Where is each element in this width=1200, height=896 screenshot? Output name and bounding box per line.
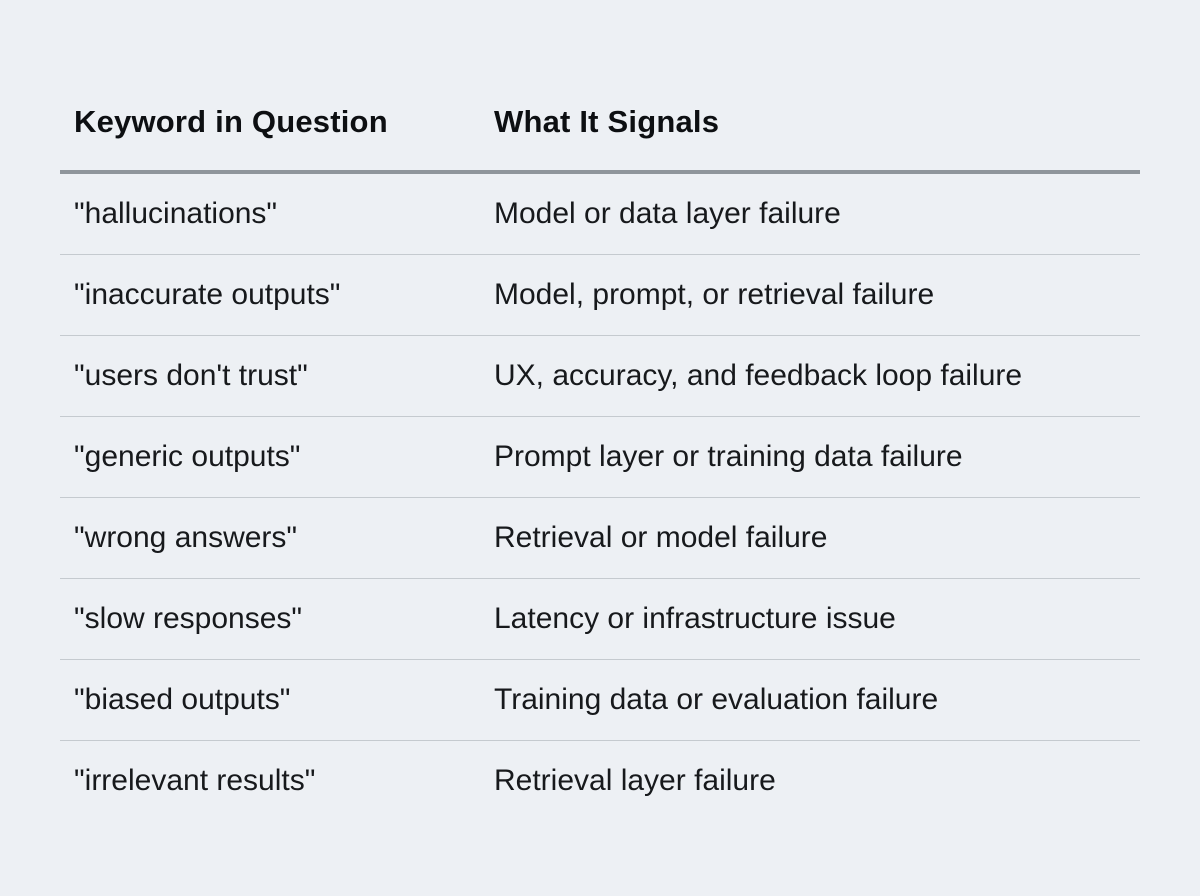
header-row: Keyword in Question What It Signals [60,80,1140,174]
table-row: "users don't trust" UX, accuracy, and fe… [60,335,1140,417]
column-header-keyword: Keyword in Question [60,80,480,174]
table-row: "biased outputs" Training data or evalua… [60,659,1140,741]
table-row: "inaccurate outputs" Model, prompt, or r… [60,254,1140,336]
keyword-signals-table: Keyword in Question What It Signals "hal… [60,80,1140,821]
keyword-cell: "slow responses" [60,578,480,660]
keyword-cell: "users don't trust" [60,335,480,417]
signal-cell: Model or data layer failure [480,172,1140,255]
signal-cell: Training data or evaluation failure [480,659,1140,741]
table-row: "slow responses" Latency or infrastructu… [60,578,1140,660]
keyword-signals-table-container: Keyword in Question What It Signals "hal… [60,80,1140,821]
signal-cell: Latency or infrastructure issue [480,578,1140,660]
signal-cell: Prompt layer or training data failure [480,416,1140,498]
keyword-cell: "inaccurate outputs" [60,254,480,336]
keyword-cell: "biased outputs" [60,659,480,741]
table-row: "generic outputs" Prompt layer or traini… [60,416,1140,498]
keyword-cell: "hallucinations" [60,172,480,255]
keyword-cell: "irrelevant results" [74,764,316,797]
keyword-cell: "wrong answers" [60,497,480,579]
column-header-signals: What It Signals [480,80,1140,174]
table-row: "hallucinations" Model or data layer fai… [60,172,1140,255]
signal-cell: Retrieval layer failure [494,764,776,797]
keyword-cell: "generic outputs" [60,416,480,498]
table-row: "irrelevant results" Retrieval layer fai… [60,741,1140,822]
signal-cell: Model, prompt, or retrieval failure [480,254,1140,336]
table-row: "wrong answers" Retrieval or model failu… [60,497,1140,579]
signal-cell: Retrieval or model failure [480,497,1140,579]
signal-cell: UX, accuracy, and feedback loop failure [480,335,1140,417]
